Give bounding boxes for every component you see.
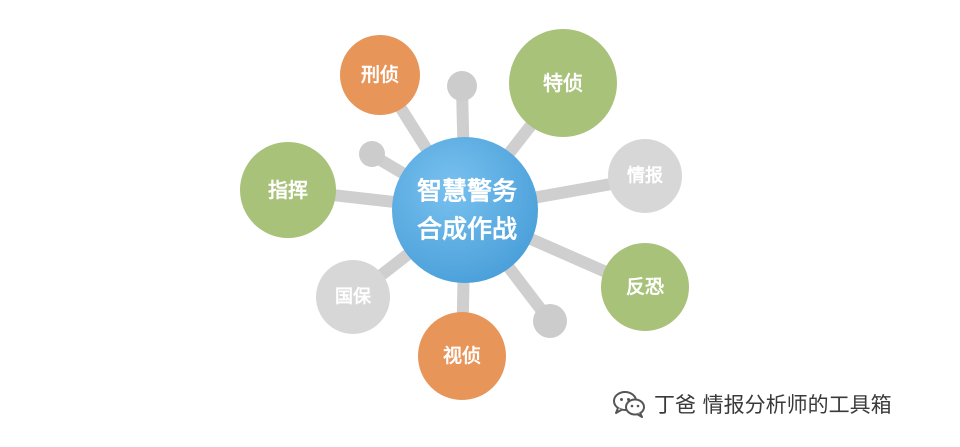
node-xingzhen: 刑侦 xyxy=(340,35,420,115)
endpoint-dot-top xyxy=(447,71,477,101)
node-fankong-circle xyxy=(601,243,689,331)
watermark-text: 丁爸 情报分析师的工具箱 xyxy=(654,393,892,417)
node-shizhen-label: 视侦 xyxy=(443,344,481,367)
node-zhihui-circle xyxy=(240,142,336,238)
node-qingbao: 情报 xyxy=(608,139,682,213)
endpoint-dot-left xyxy=(359,141,385,167)
center-title-line1: 智慧警务 xyxy=(417,177,517,206)
node-tezhen-label: 特侦 xyxy=(543,71,583,95)
node-guobao-circle xyxy=(316,260,390,334)
node-tezhen-circle xyxy=(509,29,617,137)
node-fankong: 反恐 xyxy=(601,243,689,331)
center-title-line2: 合成作战 xyxy=(417,215,517,244)
node-qingbao-circle xyxy=(608,139,682,213)
node-zhihui: 指挥 xyxy=(240,142,336,238)
node-guobao: 国保 xyxy=(316,260,390,334)
node-shizhen: 视侦 xyxy=(418,312,506,400)
center-node-circle xyxy=(392,137,538,283)
node-xingzhen-circle xyxy=(340,35,420,115)
center-node: 智慧警务 合成作战 xyxy=(392,137,538,283)
node-zhihui-label: 指挥 xyxy=(268,178,308,202)
watermark: 丁爸 情报分析师的工具箱 xyxy=(612,386,892,422)
node-tezhen: 特侦 xyxy=(509,29,617,137)
node-qingbao-label: 情报 xyxy=(627,165,663,187)
node-fankong-label: 反恐 xyxy=(626,276,664,298)
wechat-icon xyxy=(613,391,645,418)
node-xingzhen-label: 刑侦 xyxy=(361,63,399,86)
endpoint-dot-bottom xyxy=(533,304,567,338)
node-guobao-label: 国保 xyxy=(335,286,372,308)
node-shizhen-circle xyxy=(418,312,506,400)
